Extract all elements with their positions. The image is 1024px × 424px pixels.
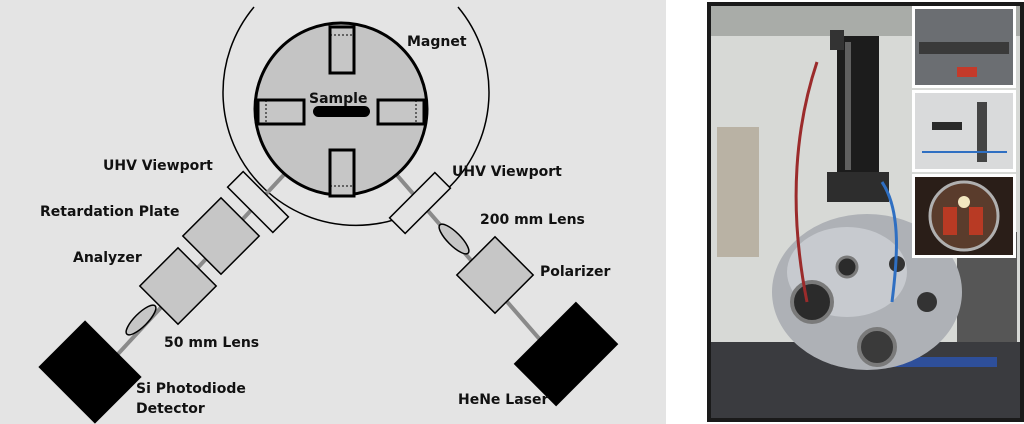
viewport-window-2 [857,327,897,367]
analyzer [138,246,218,326]
retardation-plate [181,196,261,276]
detector-label-line1: Si Photodiode [136,381,246,397]
magnet-pole-right [376,98,426,126]
cable-red [794,61,819,303]
magnet-label: Magnet [407,34,467,50]
magnet-pole-top [328,25,356,75]
si-photodiode-detector [38,320,142,424]
cable-blue [880,181,898,303]
retardation-plate-label: Retardation Plate [40,204,179,220]
sample [313,106,370,117]
table-blue-frame [847,357,997,367]
lens-50mm [125,304,157,336]
viewport-window-3 [835,255,859,279]
polarizer-label: Polarizer [540,264,610,280]
uhv-viewport-right-label: UHV Viewport [452,164,562,180]
inset-photo-bottom [912,174,1016,258]
sample-label: Sample [309,91,367,107]
uhv-viewport-left [226,170,290,234]
hene-laser-label: HeNe Laser [458,392,548,408]
apparatus-photo [707,2,1024,422]
inset-photo-top [912,6,1016,88]
analyzer-label: Analyzer [73,250,142,266]
window-blinds [717,127,759,257]
detector-label-line2: Detector [136,401,205,417]
magnet-pole-left [256,98,306,126]
moke-setup-diagram: Sample Magnet UHV Viewport UHV Viewport … [0,0,666,424]
magnet-pole-bottom [328,148,356,198]
lens-200mm [438,223,470,255]
viewport-window-1 [790,280,834,324]
uhv-viewport-left-label: UHV Viewport [103,158,213,174]
manipulator-column [837,36,879,176]
polarizer [455,235,535,315]
inset-photo-middle [912,90,1016,172]
magnet-arc [222,6,490,227]
lens-50mm-label: 50 mm Lens [164,335,259,351]
uhv-viewport-right [388,171,452,235]
hene-laser [513,301,619,407]
lens-200mm-label: 200 mm Lens [480,212,585,228]
